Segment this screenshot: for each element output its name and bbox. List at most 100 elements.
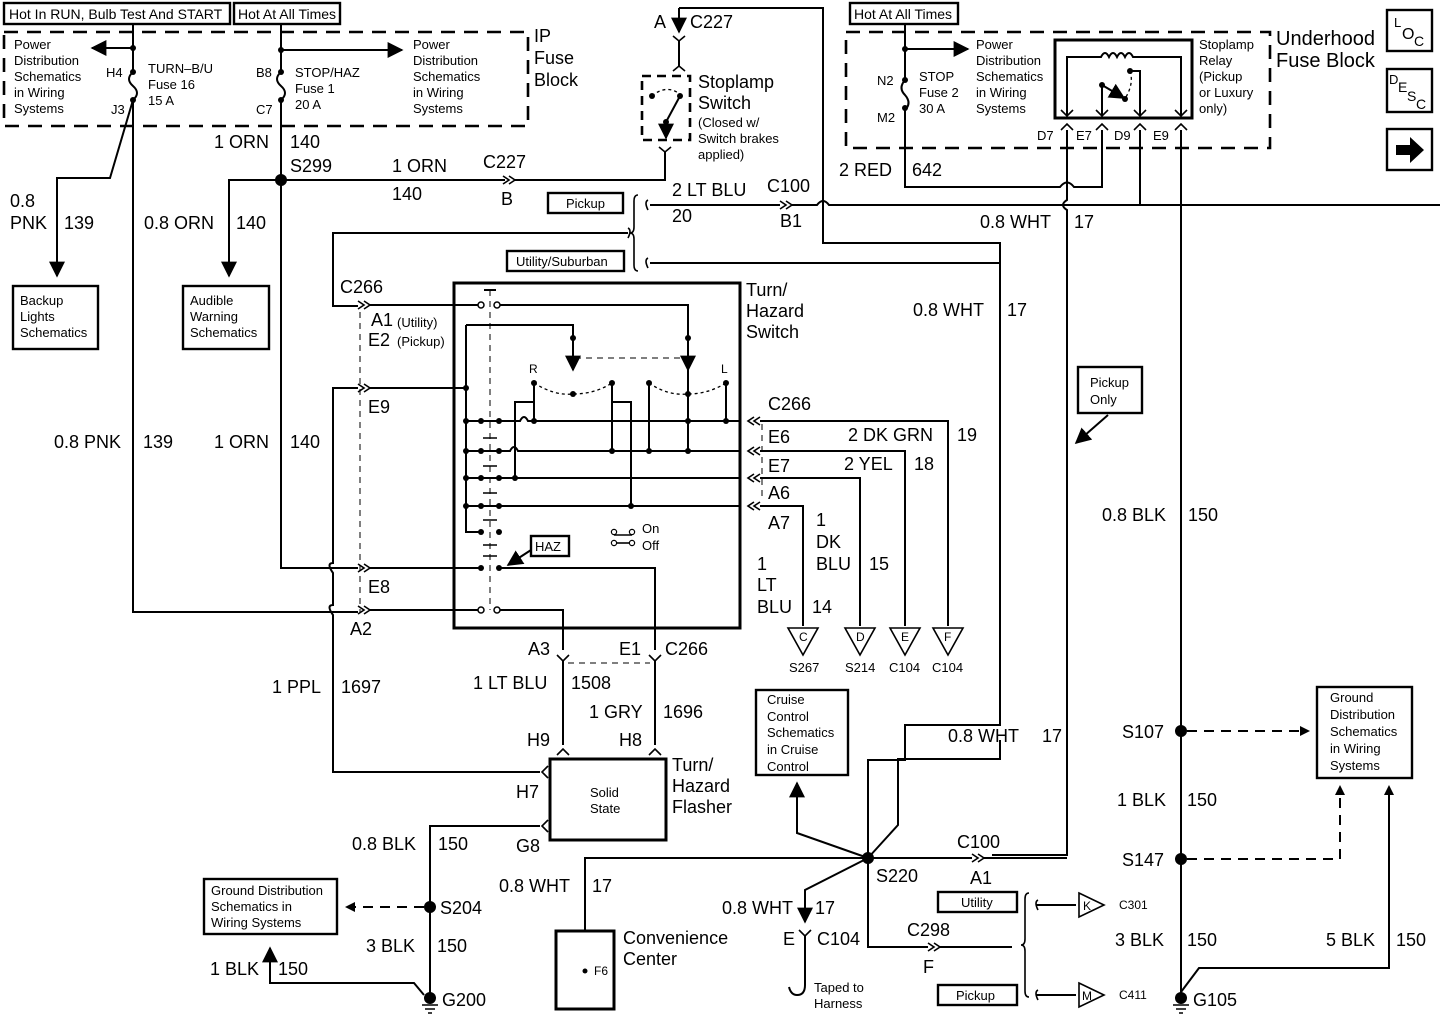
component-label: Flasher — [672, 797, 732, 817]
wire-circuit-label: 1508 — [571, 673, 611, 693]
fuse-pin: C7 — [256, 102, 273, 117]
wire-circuit-label: 18 — [914, 454, 934, 474]
wire-1697-ppl — [328, 387, 540, 773]
underhood-label: Underhood — [1276, 28, 1375, 50]
connector-pin: H9 — [527, 730, 550, 750]
wire-circuit-label: 20 — [672, 206, 692, 226]
connector-pin: H7 — [516, 782, 539, 802]
fuse-rating: 20 A — [295, 97, 321, 112]
off-page-letter: F — [944, 630, 951, 644]
wire-color-label: 3 BLK — [366, 936, 415, 956]
splice-label: S204 — [440, 898, 482, 918]
option-tag-text: Pickup — [956, 988, 995, 1003]
off-page-ref-d[interactable]: D S214 — [843, 627, 877, 675]
wire-17-wht-conv — [584, 857, 868, 931]
power-label-hot-always-ip: Hot At All Times — [232, 1, 342, 26]
connector-c266-right — [746, 416, 761, 511]
relay-label: Stoplamp — [1199, 37, 1254, 52]
connector-label: C227 — [483, 152, 526, 172]
wire-color-label: 1 BLK — [210, 959, 259, 979]
connector-c227-b-pin — [658, 146, 672, 154]
off-page-ref-e[interactable]: E C104 — [888, 627, 922, 675]
wire-to-c298 — [867, 858, 928, 948]
fuse-pin: H4 — [106, 65, 123, 80]
cruise-control-ref-box[interactable]: Cruise Control Schematics in Cruise Cont… — [754, 688, 850, 777]
note-text: Harness — [814, 996, 863, 1011]
wire-circuit-label: 150 — [438, 834, 468, 854]
audible-warning-ref-box[interactable]: Audible Warning Schematics — [181, 284, 271, 351]
connector-pin: E — [783, 929, 795, 949]
connector-pin: A7 — [768, 513, 790, 533]
wire-circuit-label: 17 — [1074, 212, 1094, 232]
wire-color-label: 2 YEL — [844, 454, 893, 474]
off-page-letter: E — [901, 630, 909, 644]
wire-color-label: 1 PPL — [272, 677, 321, 697]
fuse-name: TURN–B/U — [148, 61, 213, 76]
connector-c227-a — [672, 35, 686, 43]
ref-text: Systems — [14, 101, 64, 116]
wire-color-label: 0.8 WHT — [913, 300, 984, 320]
wire-color-label: 1 — [757, 554, 767, 574]
ip-fuse-block-label: Fuse — [534, 48, 574, 68]
wire-17-wht-s220-up — [867, 740, 1001, 859]
ip-fuse-block-label: Block — [534, 70, 579, 90]
connector-g8 — [540, 819, 549, 833]
connector-pin: A1 — [371, 310, 393, 330]
next-page-button[interactable] — [1385, 127, 1434, 172]
wire-color-label: 2 RED — [839, 160, 892, 180]
backup-lights-ref-box[interactable]: Backup Lights Schematics — [11, 284, 100, 351]
ref-text: in Wiring — [413, 85, 464, 100]
pin-label: F6 — [594, 964, 608, 978]
wire-color-label: 1 ORN — [214, 132, 269, 152]
wire-17-wht-d7 — [992, 130, 1068, 856]
ref-text: Control — [767, 709, 809, 724]
connector-c298-f — [927, 942, 942, 952]
ground-distribution-ref-left[interactable]: Ground Distribution Schematics in Wiring… — [202, 877, 339, 936]
convenience-center: F6 Convenience Center — [554, 928, 728, 1011]
dashed-ground-ref — [1187, 795, 1341, 860]
power-distribution-ref-right[interactable]: Power Distribution Schematics in Wiring … — [413, 37, 481, 116]
wire-color-label: 0.8 WHT — [948, 726, 1019, 746]
side-ref-k[interactable]: K C301 — [1078, 891, 1148, 919]
connector-pin: A — [654, 12, 666, 32]
splice-label: S147 — [1122, 850, 1164, 870]
wire-color-label: 0.8 WHT — [980, 212, 1051, 232]
power-distribution-ref-left[interactable]: Power Distribution Schematics in Wiring … — [14, 37, 82, 116]
wire-20-ltblu — [792, 200, 1440, 206]
ref-text: Schematics — [767, 725, 835, 740]
fuse-pin: B8 — [256, 65, 272, 80]
wire-18-yel — [760, 450, 906, 626]
turn-hazard-switch: Turn/ Hazard Switch R L — [370, 280, 804, 650]
ground-distribution-ref-right[interactable]: Ground Distribution Schematics in Wiring… — [1315, 685, 1414, 780]
connector-c100-b1 — [779, 200, 794, 210]
power-label-run-bulb-start: Hot In RUN, Bulb Test And START — [2, 1, 232, 26]
connector-flasher-top — [556, 747, 662, 756]
side-ref-label: C301 — [1119, 898, 1148, 912]
off-page-ref-c[interactable]: C S267 — [786, 627, 819, 675]
option-brace — [1020, 892, 1030, 998]
pickup-only-arrow — [1074, 414, 1109, 445]
connector-c227 — [672, 64, 686, 72]
wire-color-label: 2 DK GRN — [848, 425, 933, 445]
off-page-ref-f[interactable]: F C104 — [931, 627, 965, 675]
power-distribution-ref-underhood[interactable]: Power Distribution Schematics in Wiring … — [976, 37, 1044, 116]
ref-text: Distribution — [976, 53, 1041, 68]
loc-button[interactable]: L O C — [1385, 8, 1434, 53]
option-tag-utility-suburban: Utility/Suburban — [505, 249, 626, 273]
option-tag-text: Utility/Suburban — [516, 254, 608, 269]
fuse-number: Fuse 1 — [295, 81, 335, 96]
connector-label: C100 — [957, 832, 1000, 852]
component-label: Switch — [698, 93, 751, 113]
wire-to-stoplamp-switch — [515, 152, 666, 181]
splice-label: S299 — [290, 156, 332, 176]
side-ref-m[interactable]: M C411 — [1078, 981, 1147, 1009]
desc-button[interactable]: D E S C — [1385, 67, 1434, 114]
relay-coil-icon — [1066, 52, 1182, 116]
wire-circuit-label: 14 — [812, 597, 832, 617]
side-ref-label: C411 — [1119, 988, 1147, 1002]
splice-label: S220 — [876, 866, 918, 886]
wire-140-to-audible — [221, 179, 281, 278]
desc-letter: S — [1407, 88, 1416, 104]
fuse-16-icon — [128, 71, 138, 101]
power-label-text: Hot At All Times — [854, 6, 952, 22]
